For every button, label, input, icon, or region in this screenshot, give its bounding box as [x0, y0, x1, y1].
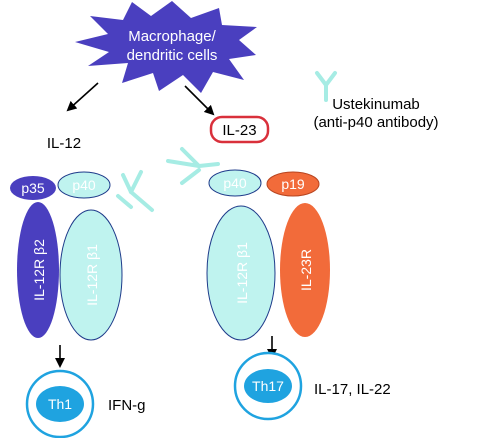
il23-receptor-complex: IL-12R β1 IL-23R p40 p19 — [206, 169, 330, 341]
p40-subunit-right — [208, 169, 262, 197]
th17-output: IL-17, IL-22 — [314, 381, 391, 398]
p19-label: p19 — [281, 176, 305, 192]
il12-label: IL-12 — [47, 135, 81, 152]
source-label-line1: Macrophage/ — [128, 28, 216, 45]
th17-nucleus — [244, 369, 292, 403]
il12rb1-receptor — [59, 209, 123, 341]
th1-output: IFN-g — [108, 397, 146, 414]
il23r-receptor — [280, 203, 330, 337]
il12rb1-label-right: IL-12R β1 — [234, 242, 250, 304]
ustekinumab-legend: Ustekinumab (anti-p40 antibody) — [313, 71, 439, 131]
p35-subunit — [10, 176, 56, 200]
th17-cell: Th17 — [233, 351, 303, 421]
p40-subunit-left — [57, 171, 111, 199]
arrow-to-il12 — [66, 82, 99, 112]
antibody-icon — [315, 71, 337, 102]
il12-receptor-complex: IL-12R β2 IL-12R β1 p35 p40 — [10, 171, 123, 341]
il12rb1-label-left: IL-12R β1 — [84, 244, 100, 306]
p35-label: p35 — [21, 180, 45, 196]
th17-label: Th17 — [252, 378, 284, 394]
il23-outline — [209, 115, 270, 144]
p40-label-left: p40 — [72, 177, 96, 193]
th1-nucleus — [36, 386, 84, 422]
il23-label: IL-23 — [222, 122, 256, 139]
th1-label: Th1 — [48, 396, 72, 412]
il12rb1-receptor-right — [206, 205, 276, 341]
source-label-line2: dendritic cells — [127, 47, 218, 64]
il12rb2-label: IL-12R β2 — [31, 239, 47, 301]
source-starburst: Macrophage/ dendritic cells — [75, 1, 257, 93]
p40-label-right: p40 — [223, 175, 247, 191]
th1-cell: Th1 — [25, 369, 95, 438]
il23r-label: IL-23R — [298, 249, 314, 291]
arrow-to-il23 — [184, 85, 215, 116]
antibody-icon-il23 — [166, 147, 220, 185]
starburst-shape — [75, 1, 257, 93]
drug-name: Ustekinumab — [332, 96, 420, 113]
il12rb2-receptor — [17, 202, 59, 338]
drug-description: (anti-p40 antibody) — [313, 114, 438, 131]
p19-subunit — [266, 171, 320, 197]
antibody-icon-il12 — [116, 170, 154, 212]
